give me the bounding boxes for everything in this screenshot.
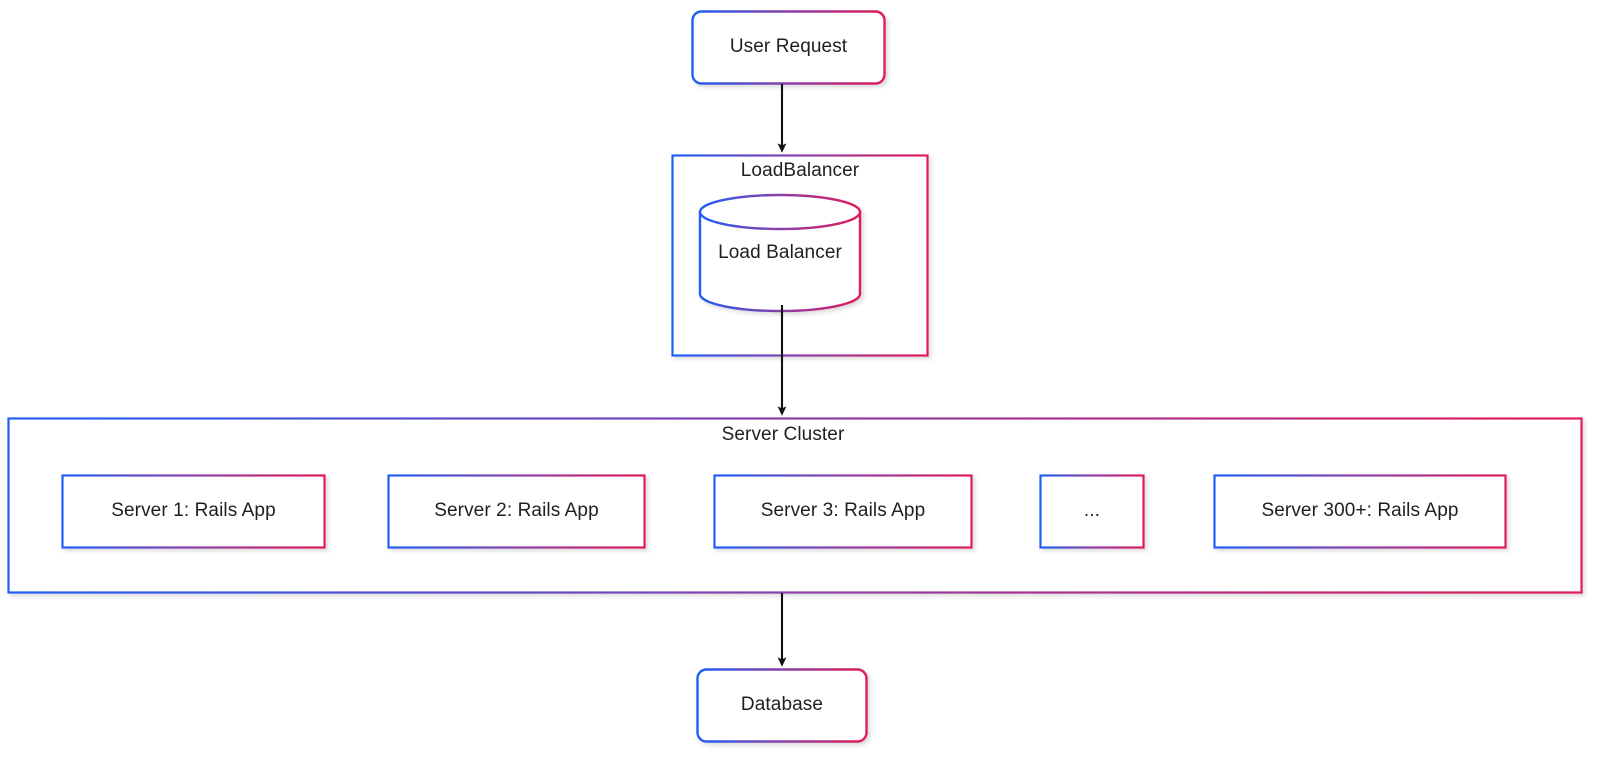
subgraph-title-loadbalancer: LoadBalancer <box>740 160 860 181</box>
node-label-server-1[interactable]: Server 1: Rails App <box>111 500 276 522</box>
node-label-server-2[interactable]: Server 2: Rails App <box>434 500 599 522</box>
node-label-server-3[interactable]: Server 3: Rails App <box>760 500 926 522</box>
node-label-load-balancer[interactable]: Load Balancer <box>718 241 842 263</box>
node-label-user-request[interactable]: User Request <box>729 36 848 58</box>
subgraph-title-server-cluster: Server Cluster <box>721 424 845 445</box>
node-label-server-ellipsis[interactable]: ... <box>1083 500 1101 522</box>
node-label-database[interactable]: Database <box>740 694 824 716</box>
node-label-server-300[interactable]: Server 300+: Rails App <box>1261 500 1459 522</box>
